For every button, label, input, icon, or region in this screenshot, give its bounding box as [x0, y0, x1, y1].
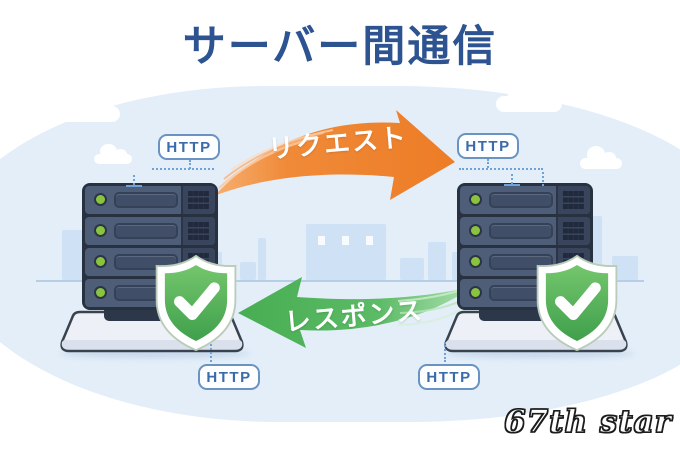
drive-panel — [116, 225, 176, 237]
drive-panel — [491, 256, 551, 268]
shield-check-icon — [536, 254, 618, 352]
cloud-icon — [56, 89, 120, 122]
dotted-connector — [189, 160, 191, 169]
building — [240, 262, 256, 280]
http-badge-bottom-left: HTTP — [198, 364, 260, 390]
drive-panel — [491, 194, 551, 206]
led-indicator-icon — [94, 286, 107, 299]
cloud-icon — [580, 146, 622, 169]
dotted-connector — [210, 344, 212, 362]
led-indicator-icon — [469, 286, 482, 299]
led-indicator-icon — [94, 193, 107, 206]
dotted-connector — [487, 159, 489, 168]
server-unit — [460, 217, 590, 245]
led-indicator-icon — [469, 193, 482, 206]
antenna-tick — [133, 175, 135, 185]
drive-panel — [116, 256, 176, 268]
http-badge-bottom-right: HTTP — [418, 364, 480, 390]
antenna-tick — [126, 185, 142, 187]
vent-grid-icon — [181, 217, 215, 245]
server-unit — [85, 217, 215, 245]
request-arrow-icon — [214, 110, 455, 200]
shield-check-icon — [155, 254, 237, 352]
led-indicator-icon — [469, 224, 482, 237]
cloud-icon — [496, 79, 562, 112]
drive-panel — [491, 287, 551, 299]
cloud-icon — [94, 143, 132, 164]
vent-grid-icon — [556, 217, 590, 245]
building — [400, 258, 424, 280]
building — [428, 242, 446, 280]
dotted-connector — [152, 168, 214, 170]
page-title: サーバー間通信 — [182, 22, 498, 72]
server-unit — [460, 186, 590, 214]
building — [258, 238, 266, 280]
dotted-connector — [459, 168, 543, 170]
dotted-connector — [444, 342, 446, 362]
led-indicator-icon — [94, 224, 107, 237]
led-indicator-icon — [94, 255, 107, 268]
drive-panel — [116, 194, 176, 206]
http-badge-top-right: HTTP — [457, 133, 519, 159]
horizon-line — [36, 280, 644, 282]
platform-shadow — [444, 349, 634, 358]
vent-grid-icon — [181, 186, 215, 214]
antenna-tick — [511, 174, 513, 184]
dotted-connector — [542, 172, 544, 186]
watermark: 67th star — [503, 403, 672, 440]
platform-shadow — [60, 349, 250, 358]
antenna-tick — [504, 184, 520, 186]
server-unit — [85, 186, 215, 214]
building — [306, 224, 386, 280]
drive-panel — [491, 225, 551, 237]
http-badge-top-left: HTTP — [158, 134, 220, 160]
led-indicator-icon — [469, 255, 482, 268]
vent-grid-icon — [556, 186, 590, 214]
